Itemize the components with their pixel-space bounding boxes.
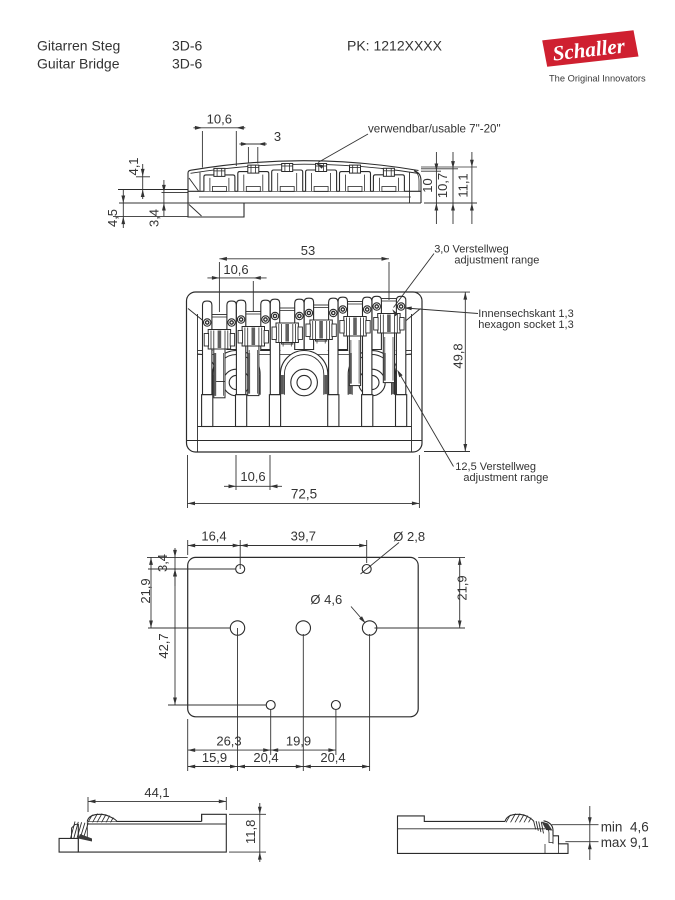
svg-text:10: 10 <box>420 178 435 192</box>
svg-text:3D-6: 3D-6 <box>172 56 203 72</box>
svg-text:26,3: 26,3 <box>216 734 241 749</box>
svg-text:10,6: 10,6 <box>223 262 248 277</box>
svg-text:adjustment range: adjustment range <box>463 472 548 484</box>
svg-text:10,7: 10,7 <box>435 173 450 198</box>
svg-text:hexagon socket 1,3: hexagon socket 1,3 <box>478 319 573 331</box>
svg-text:3,4: 3,4 <box>155 554 170 572</box>
svg-text:Innensechskant 1,3: Innensechskant 1,3 <box>478 308 573 320</box>
svg-text:16,4: 16,4 <box>201 529 226 544</box>
svg-text:11,1: 11,1 <box>456 173 471 197</box>
svg-text:3: 3 <box>274 129 281 144</box>
svg-text:44,1: 44,1 <box>144 785 169 800</box>
svg-text:10,6: 10,6 <box>207 112 232 127</box>
svg-text:adjustment range: adjustment range <box>454 255 539 267</box>
svg-text:15,9: 15,9 <box>202 750 227 765</box>
svg-text:21,9: 21,9 <box>138 578 153 603</box>
svg-text:12,5 Verstellweg: 12,5 Verstellweg <box>455 461 536 473</box>
svg-text:3,4: 3,4 <box>146 209 161 227</box>
svg-text:19,9: 19,9 <box>286 734 311 749</box>
svg-text:20,4: 20,4 <box>253 750 278 765</box>
svg-text:20,4: 20,4 <box>320 750 345 765</box>
svg-text:Gitarren Steg: Gitarren Steg <box>37 38 120 54</box>
svg-text:PK: 1212XXXX: PK: 1212XXXX <box>347 38 443 54</box>
svg-text:The Original Innovators: The Original Innovators <box>549 74 646 84</box>
svg-text:min 4,6: min 4,6 <box>601 820 649 835</box>
svg-text:Ø 2,8: Ø 2,8 <box>393 529 425 544</box>
svg-text:10,6: 10,6 <box>240 469 265 484</box>
svg-text:39,7: 39,7 <box>291 529 316 544</box>
svg-text:72,5: 72,5 <box>291 487 317 502</box>
svg-text:21,9: 21,9 <box>454 575 469 600</box>
svg-text:4,5: 4,5 <box>105 209 120 227</box>
svg-text:verwendbar/usable 7"-20": verwendbar/usable 7"-20" <box>368 123 501 136</box>
svg-text:4,1: 4,1 <box>126 157 141 175</box>
svg-text:Ø 4,6: Ø 4,6 <box>310 592 342 607</box>
svg-text:42,7: 42,7 <box>156 633 171 658</box>
svg-text:53: 53 <box>301 243 315 258</box>
svg-text:11,8: 11,8 <box>243 820 258 844</box>
svg-text:max 9,1: max 9,1 <box>601 835 649 850</box>
svg-text:49,8: 49,8 <box>451 343 466 368</box>
svg-text:3D-6: 3D-6 <box>172 38 203 54</box>
svg-text:3,0 Verstellweg: 3,0 Verstellweg <box>434 244 509 256</box>
svg-text:Guitar Bridge: Guitar Bridge <box>37 56 120 72</box>
